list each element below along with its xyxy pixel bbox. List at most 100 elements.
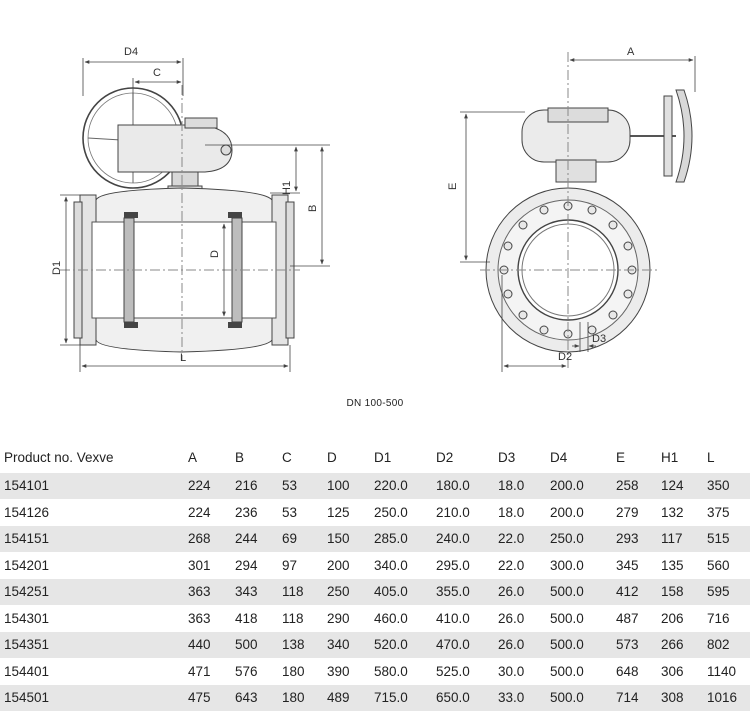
dimension-cell: 216 [231, 472, 278, 499]
product-number-cell: 154351 [0, 631, 184, 658]
dimension-cell: 150 [323, 525, 370, 552]
column-header: D4 [550, 449, 568, 465]
dimension-cell: 236 [231, 498, 278, 526]
product-number-cell: 154201 [0, 551, 184, 579]
dimension-cell: 250.0 [370, 498, 432, 526]
dimension-cell: 410.0 [432, 604, 494, 632]
column-header: Product no. Vexve [4, 449, 114, 465]
dimension-cell: 355.0 [432, 578, 494, 605]
dim-label-l: L [180, 352, 186, 364]
dimension-cell: 648 [612, 657, 657, 685]
dimension-cell: 363 [184, 604, 231, 632]
dimension-cell: 279 [612, 498, 657, 526]
dimension-cell: 500 [231, 631, 278, 658]
side-view-dimensions [60, 58, 330, 372]
dimension-cell: 200.0 [546, 498, 612, 526]
dimension-cell: 220.0 [370, 472, 432, 499]
dimension-cell: 440 [184, 631, 231, 658]
dimension-cell: 180.0 [432, 472, 494, 499]
front-view [480, 52, 693, 370]
dim-label-b: B [307, 205, 319, 212]
dimension-cell: 293 [612, 525, 657, 552]
column-header: D3 [498, 449, 516, 465]
dimension-cell: 206 [657, 604, 703, 632]
dimension-cell: 475 [184, 684, 231, 711]
dimension-cell: 525.0 [432, 657, 494, 685]
dim-label-d3: D3 [592, 333, 606, 345]
dimension-cell: 69 [278, 525, 323, 552]
dimension-cell: 301 [184, 551, 231, 579]
dimension-cell: 266 [657, 631, 703, 658]
dimension-cell: 290 [323, 604, 370, 632]
dim-label-h1: H1 [281, 181, 293, 195]
dimension-cell: 26.0 [494, 631, 546, 658]
dimension-cell: 224 [184, 472, 231, 499]
dimension-cell: 100 [323, 472, 370, 499]
dimension-cell: 714 [612, 684, 657, 711]
dimension-cell: 18.0 [494, 498, 546, 526]
drawing-caption: DN 100-500 [346, 398, 404, 409]
dimension-cell: 343 [231, 578, 278, 605]
dimension-cell: 117 [657, 525, 703, 552]
dimension-cell: 295.0 [432, 551, 494, 579]
dimension-cell: 643 [231, 684, 278, 711]
dimension-cell: 118 [278, 604, 323, 632]
dimension-cell: 300.0 [546, 551, 612, 579]
dimension-cell: 650.0 [432, 684, 494, 711]
dimension-cell: 350 [703, 472, 750, 499]
dimension-cell: 124 [657, 472, 703, 499]
dimension-cell: 294 [231, 551, 278, 579]
dimension-cell: 258 [612, 472, 657, 499]
dimension-cell: 363 [184, 578, 231, 605]
dimension-cell: 306 [657, 657, 703, 685]
dimension-cell: 580.0 [370, 657, 432, 685]
dimension-cell: 345 [612, 551, 657, 579]
dimension-cell: 471 [184, 657, 231, 685]
dim-label-c: C [153, 67, 161, 79]
dimension-cell: 500.0 [546, 657, 612, 685]
dimension-cell: 390 [323, 657, 370, 685]
dimension-cell: 53 [278, 498, 323, 526]
dimension-cell: 520.0 [370, 631, 432, 658]
dimension-cell: 460.0 [370, 604, 432, 632]
product-number-cell: 154401 [0, 657, 184, 685]
column-header: L [707, 449, 715, 465]
product-number-cell: 154101 [0, 472, 184, 499]
dimension-cell: 33.0 [494, 684, 546, 711]
dimension-cell: 418 [231, 604, 278, 632]
dim-label-d2: D2 [558, 351, 572, 363]
dimension-cell: 500.0 [546, 631, 612, 658]
column-header: D2 [436, 449, 454, 465]
column-header: D [327, 449, 337, 465]
dimension-cell: 285.0 [370, 525, 432, 552]
dimension-cell: 515 [703, 525, 750, 552]
product-number-cell: 154151 [0, 525, 184, 552]
product-number-cell: 154501 [0, 684, 184, 711]
dimension-cell: 576 [231, 657, 278, 685]
dim-label-d1: D1 [51, 261, 63, 275]
dimension-cell: 22.0 [494, 525, 546, 552]
column-header: H1 [661, 449, 679, 465]
dimension-cell: 716 [703, 604, 750, 632]
dimension-cell: 1016 [703, 684, 750, 711]
dimension-cell: 715.0 [370, 684, 432, 711]
dimension-cell: 18.0 [494, 472, 546, 499]
dimension-cell: 487 [612, 604, 657, 632]
dimension-cell: 595 [703, 578, 750, 605]
dimension-cell: 470.0 [432, 631, 494, 658]
dimension-cell: 405.0 [370, 578, 432, 605]
dimension-cell: 53 [278, 472, 323, 499]
dim-label-a: A [627, 46, 635, 58]
dimension-cell: 489 [323, 684, 370, 711]
dimension-cell: 240.0 [432, 525, 494, 552]
dimension-cell: 224 [184, 498, 231, 526]
dim-label-d4: D4 [124, 46, 138, 58]
dimension-cell: 802 [703, 631, 750, 658]
product-number-cell: 154126 [0, 498, 184, 526]
